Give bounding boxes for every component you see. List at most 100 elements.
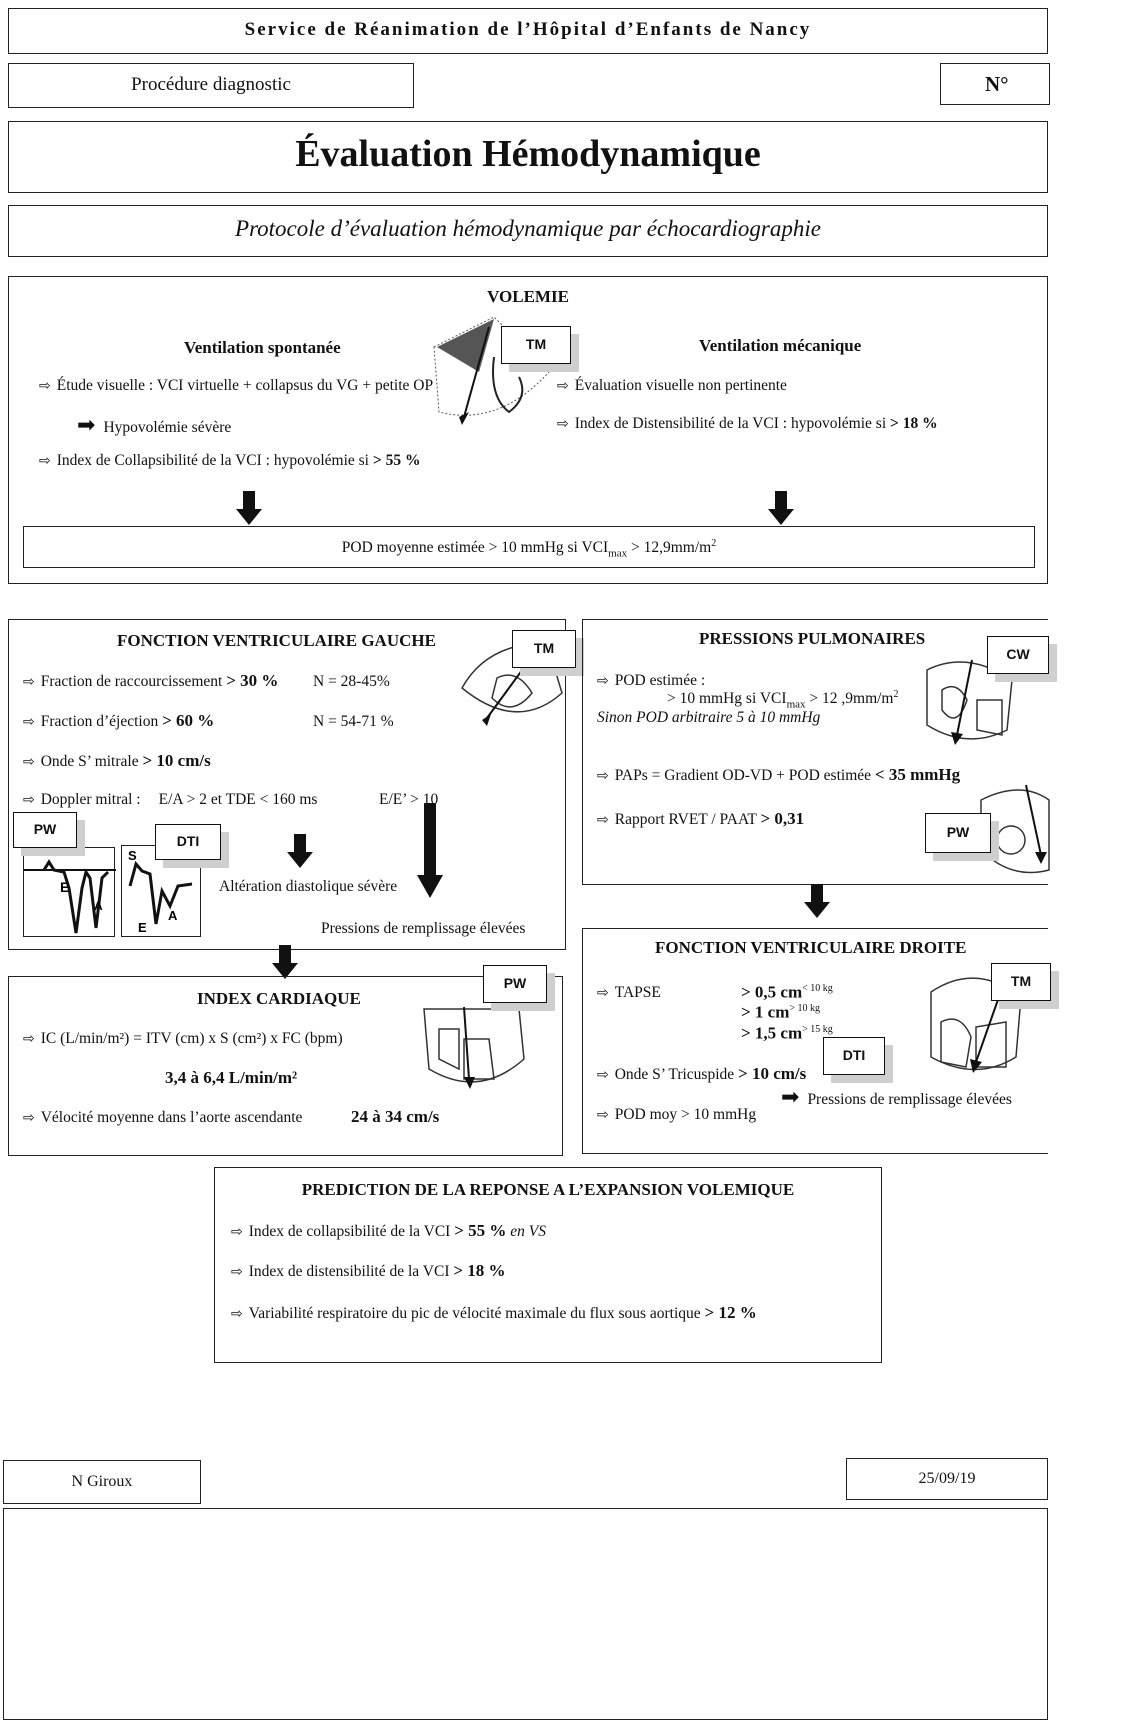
pod-text-sub: max: [608, 547, 628, 560]
fr-value: > 30 %: [226, 671, 279, 690]
svg-text:A: A: [94, 899, 103, 913]
aortic-echo-image: [423, 1006, 525, 1089]
prediction-line1: ⇨ Index de collapsibilité de la VCI > 55 …: [231, 1221, 546, 1241]
doppler-value: E/A > 2 et TDE < 160 ms: [158, 791, 318, 808]
service-name: Service de Réanimation de l’Hôpital d’En…: [244, 19, 812, 40]
vs-line1: ⇨Étude visuelle : VCI virtuelle + collap…: [39, 377, 433, 394]
arrow-icon: ⇨: [557, 417, 569, 432]
fvg-section: FONCTION VENTRICULAIRE GAUCHE TM ⇨Fracti…: [8, 619, 576, 950]
vm-line1: ⇨Évaluation visuelle non pertinente: [557, 377, 787, 394]
bold-arrow-icon: ➡: [77, 412, 96, 437]
subtitle-box: Protocole d’évaluation hémodynamique par…: [8, 205, 1048, 257]
number-label: N°: [985, 72, 1009, 96]
prediction-line1-text: Index de collapsibilité de la VCI: [248, 1223, 451, 1240]
s-tricuspide-label: Onde S’ Tricuspide: [614, 1066, 735, 1083]
pod-moy-text: POD moy > 10 mmHg: [614, 1106, 757, 1123]
tm-tag: TM: [512, 630, 576, 668]
prediction-title: PREDICTION DE LA REPONSE A L’EXPANSION V…: [301, 1180, 795, 1199]
svg-text:S: S: [128, 848, 137, 863]
down-arrow-icon: [768, 491, 794, 525]
ic-formula-text: IC (L/min/m²) = ITV (cm) x S (cm²) x FC …: [40, 1030, 343, 1047]
long-down-arrow-icon: [417, 803, 443, 898]
vm-line2-value: > 18 %: [890, 415, 938, 432]
procedure-label: Procédure diagnostic: [131, 74, 291, 95]
s-tricuspide-value: > 10 cm/s: [738, 1064, 807, 1083]
arrow-icon: ⇨: [23, 675, 35, 690]
prediction-line3-value: > 12 %: [704, 1303, 757, 1322]
down-arrow-icon: [272, 945, 298, 979]
fvd-result: ➡Pressions de remplissage élevées: [781, 1084, 1012, 1109]
prediction-line3: ⇨Variabilité respiratoire du pic de vélo…: [231, 1303, 757, 1323]
arrow-icon: ⇨: [23, 1111, 35, 1126]
fe-label: Fraction d’éjection: [40, 713, 159, 730]
vs-result-text: Hypovolémie sévère: [103, 419, 232, 436]
pod-est-cond-sub: max: [786, 698, 806, 711]
tapse-3-note: > 15 kg: [802, 1024, 833, 1035]
date-box: 25/09/19: [846, 1458, 1048, 1500]
rvet-label: Rapport RVET / PAAT: [614, 811, 757, 828]
mitral-flow-waveform: E A: [24, 859, 116, 934]
ic-section: INDEX CARDIAQUE ⇨IC (L/min/m²) = ITV (cm…: [8, 965, 563, 1156]
page-subtitle: Protocole d’évaluation hémodynamique par…: [235, 216, 821, 241]
s-mitrale-label: Onde S’ mitrale: [40, 753, 139, 770]
pod-est-cond: > 10 mmHg si VCImax > 12 ,9mm/m2: [667, 689, 898, 710]
arrow-icon: ⇨: [23, 1032, 35, 1047]
vs-line2-value: > 55 %: [372, 452, 421, 469]
cw-tag: CW: [987, 636, 1049, 674]
s-mitrale-value: > 10 cm/s: [142, 751, 211, 770]
tricuspid-echo-image: [926, 659, 1013, 745]
velo-line: ⇨Vélocité moyenne dans l’aorte ascendant…: [23, 1109, 302, 1126]
vs-line2-text: Index de Collapsibilité de la VCI : hypo…: [56, 452, 369, 469]
vs-result: ➡ Hypovolémie sévère: [77, 412, 232, 437]
arrow-icon: ⇨: [597, 1068, 609, 1083]
ic-range: 3,4 à 6,4 L/min/m²: [165, 1068, 298, 1087]
velo-value: 24 à 34 cm/s: [351, 1107, 440, 1126]
page-title: Évaluation Hémodynamique: [295, 133, 761, 175]
ic-formula: ⇨ IC (L/min/m²) = ITV (cm) x S (cm²) x FC…: [23, 1030, 343, 1047]
prediction-line2-value: > 18 %: [453, 1261, 506, 1280]
pp-title: PRESSIONS PULMONAIRES: [699, 629, 926, 648]
fvg-title: FONCTION VENTRICULAIRE GAUCHE: [117, 631, 436, 650]
arrow-icon: ⇨: [23, 793, 35, 808]
pw-tag: PW: [925, 813, 991, 853]
rv-echo-image: [930, 976, 1022, 1073]
arrow-icon: ⇨: [597, 813, 609, 828]
vs-line1-text: Étude visuelle : VCI virtuelle + collaps…: [56, 377, 434, 394]
svg-text:A: A: [168, 908, 178, 923]
tapse-2-note: > 10 kg: [789, 1003, 821, 1014]
fe-line: ⇨ Fraction d’éjection > 60 %: [23, 711, 215, 731]
fe-value: > 60 %: [162, 711, 215, 730]
date-text: 25/09/19: [918, 1470, 976, 1487]
author-box: N Giroux: [3, 1460, 201, 1504]
tapse-1: > 0,5 cm< 10 kg: [741, 983, 833, 1002]
tapse-2: > 1 cm> 10 kg: [741, 1003, 820, 1022]
pod-box: POD moyenne estimée > 10 mmHg si VCImax …: [23, 526, 1035, 568]
volemie-title: VOLEMIE: [487, 287, 569, 306]
arrow-icon: ⇨: [23, 715, 35, 730]
arrow-icon: ⇨: [23, 755, 35, 770]
pod-est-cond-sup: 2: [893, 689, 899, 700]
vm-line2-text: Index de Distensibilité de la VCI : hypo…: [574, 415, 887, 432]
s-tricuspide-line: ⇨ Onde S’ Tricuspide > 10 cm/s: [597, 1064, 807, 1084]
arrow-icon: ⇨: [39, 454, 51, 469]
author-name: N Giroux: [71, 1473, 133, 1490]
pw-tag: PW: [13, 812, 77, 848]
fr-line: ⇨Fraction de raccourcissement > 30 %: [23, 671, 279, 691]
service-banner: Service de Réanimation de l’Hôpital d’En…: [8, 8, 1048, 54]
doppler-line: ⇨Doppler mitral :E/A > 2 et TDE < 160 ms: [23, 791, 317, 808]
pod-text-pre: POD moyenne estimée > 10 mmHg si VCI: [341, 539, 609, 557]
prediction-section: PREDICTION DE LA REPONSE A L’EXPANSION V…: [214, 1167, 882, 1363]
arrow-icon: ⇨: [231, 1225, 243, 1240]
pressions-text: Pressions de remplissage élevées: [321, 920, 526, 937]
prediction-line3-text: Variabilité respiratoire du pic de véloc…: [248, 1305, 701, 1322]
prediction-line1-value: > 55 %: [454, 1221, 507, 1240]
rvet-line: ⇨Rapport RVET / PAAT > 0,31: [597, 809, 804, 829]
arrow-icon: ⇨: [597, 1108, 609, 1123]
pod-text-sup: 2: [711, 538, 717, 549]
alteration-text: Altération diastolique sévère: [219, 878, 398, 895]
arrow-icon: ⇨: [597, 986, 609, 1001]
tapse-3-value: > 1,5 cm: [741, 1023, 803, 1043]
arrow-icon: ⇨: [597, 674, 609, 689]
title-box: Évaluation Hémodynamique: [8, 121, 1048, 193]
fe-norm: N = 54-71 %: [313, 713, 394, 730]
